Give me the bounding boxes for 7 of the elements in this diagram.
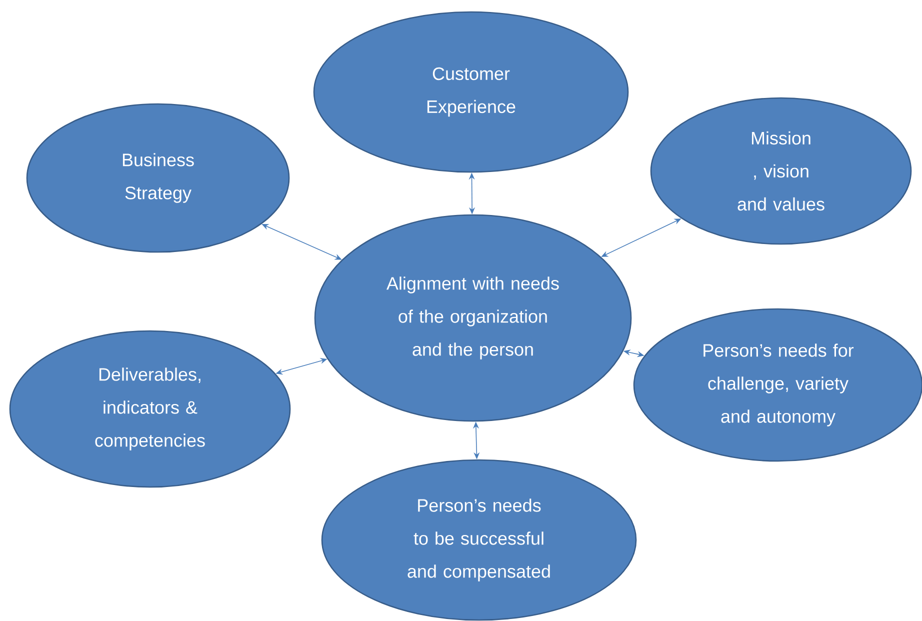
ellipse-node: Business Strategy xyxy=(26,103,290,253)
ellipse-node: Person’s needs to be successful and compensated xyxy=(321,459,637,621)
ellipse-node: Customer Experience xyxy=(313,11,629,173)
ellipse-node: Mission , vision and values xyxy=(650,97,912,245)
ellipse-node: Person’s needs for challenge, variety and autonomy xyxy=(633,308,922,462)
ellipse-node: Alignment with needs of the organization and the person xyxy=(314,214,632,422)
ellipse-node: Deliverables, indicators & competencies xyxy=(9,330,291,488)
